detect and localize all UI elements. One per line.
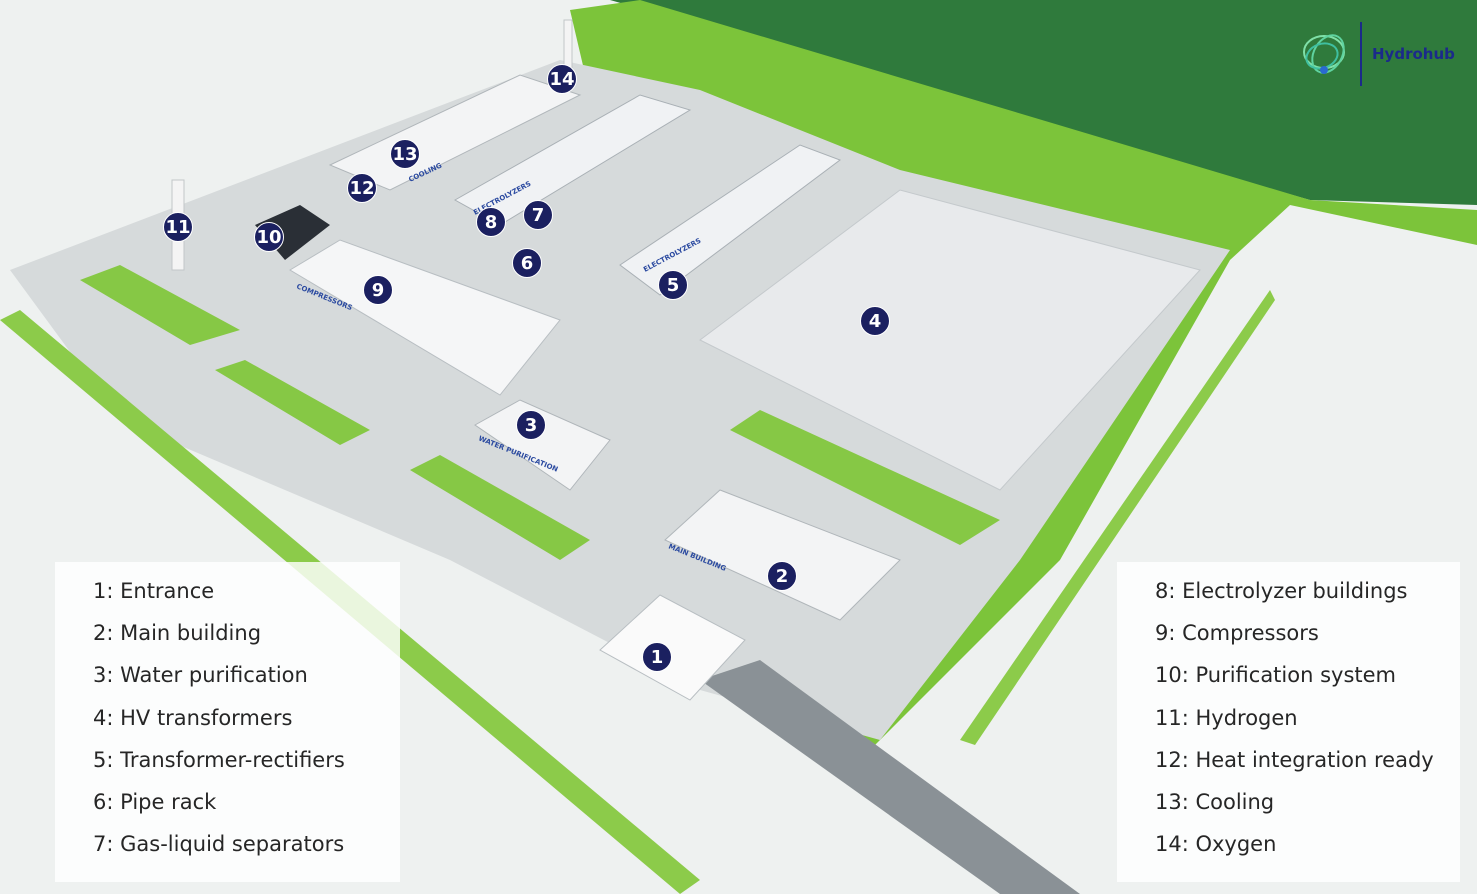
marker-9: 9 xyxy=(363,275,393,305)
grass-strip xyxy=(960,290,1275,745)
grass-patch xyxy=(410,455,590,560)
legend-item: 6: Pipe rack xyxy=(93,789,217,814)
marker-5: 5 xyxy=(658,270,688,300)
electrolyzer-building xyxy=(619,144,842,296)
marker-6: 6 xyxy=(512,248,542,278)
legend-right: 8: Electrolyzer buildings 9: Compressors… xyxy=(1117,562,1460,882)
brand-name: Hydrohub xyxy=(1372,45,1455,63)
marker-2: 2 xyxy=(767,561,797,591)
logo-divider xyxy=(1360,22,1362,86)
sea xyxy=(610,0,1477,205)
marker-8: 8 xyxy=(476,207,506,237)
marker-4: 4 xyxy=(860,306,890,336)
marker-12: 12 xyxy=(347,173,377,203)
transformer-yard xyxy=(699,189,1201,491)
hydrohub-logo-mark-icon xyxy=(1303,34,1345,74)
marker-13: 13 xyxy=(390,139,420,169)
legend-item: 9: Compressors xyxy=(1155,621,1319,646)
marker-10: 10 xyxy=(254,222,284,252)
legend-item: 3: Water purification xyxy=(93,663,308,688)
marker-11: 11 xyxy=(163,212,193,242)
grass-patch xyxy=(80,265,240,345)
legend-left: 1: Entrance 2: Main building 3: Water pu… xyxy=(55,562,400,882)
grass-patch xyxy=(730,410,1000,545)
access-road xyxy=(700,660,1080,894)
hydrohub-logo: Hydrohub xyxy=(1298,22,1455,86)
water-building xyxy=(474,399,611,491)
legend-item: 13: Cooling xyxy=(1155,789,1275,814)
legend-item: 1: Entrance xyxy=(93,579,215,603)
marker-7: 7 xyxy=(523,200,553,230)
marker-1: 1 xyxy=(642,642,672,672)
legend-item: 7: Gas-liquid separators xyxy=(93,832,345,857)
legend-item: 2: Main building xyxy=(93,621,262,646)
legend-item: 5: Transformer-rectifiers xyxy=(93,747,345,772)
legend-item: 4: HV transformers xyxy=(93,705,293,730)
legend-item: 11: Hydrogen xyxy=(1155,705,1298,730)
grass-patch xyxy=(215,360,370,445)
legend-item: 14: Oxygen xyxy=(1155,832,1277,857)
marker-3: 3 xyxy=(516,410,546,440)
legend-item: 12: Heat integration ready xyxy=(1155,747,1434,772)
legend-item: 8: Electrolyzer buildings xyxy=(1155,579,1408,603)
entrance-canopy xyxy=(599,594,746,701)
compressor-building xyxy=(289,239,561,396)
main-building xyxy=(664,489,901,621)
legend-item: 10: Purification system xyxy=(1155,663,1397,688)
marker-14: 14 xyxy=(547,64,577,94)
